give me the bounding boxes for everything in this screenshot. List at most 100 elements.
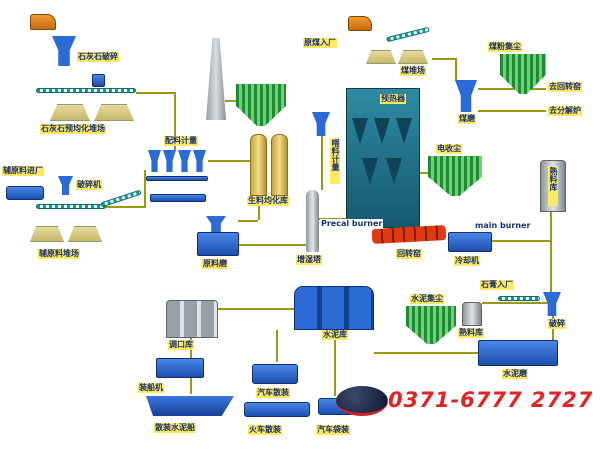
aux-inclined-conveyor [100,189,142,208]
raw-mill-hopper [206,216,226,232]
label-clinker-feed-bin: 熟料库 [458,328,484,338]
label-electrostatic-precipitator: 电收尘 [436,144,462,154]
flow-line [455,58,457,80]
batch-hopper [193,150,206,172]
flow-line [492,240,552,242]
clinker-feed-bin [462,302,482,326]
bulk-cement-train [244,402,310,417]
exhaust-stack [206,38,226,120]
flow-line [478,110,546,112]
label-aux-yard: 辅原料堆场 [38,249,80,259]
batch-hopper [163,150,176,172]
cement-mill [478,340,558,366]
ship-loader [156,358,204,378]
label-feed-metering: 喂料计量 [330,138,340,184]
feed-metering-hopper [312,112,330,136]
label-humidifying-tower: 增湿塔 [296,255,322,265]
batch-hopper [178,150,191,172]
flow-line [136,92,176,94]
coal-conveyor [386,26,430,43]
flow-line [258,196,260,220]
label-rotary-kiln: 回转窑 [396,249,422,259]
flow-line [334,330,336,396]
label-cement-silos: 水泥库 [322,330,348,340]
label-raw-meal-silo: 生料均化库 [247,196,289,206]
label-clinker-silo: 熟料库 [548,166,558,206]
flow-line [276,330,278,362]
aux-pile [30,226,64,242]
limestone-pile [50,104,90,121]
gypsum-conveyor [498,296,540,301]
bulk-cement-truck [252,364,298,384]
flow-line [478,88,546,90]
watermark-logo [336,386,388,416]
coal-pile [398,50,428,64]
label-cement-dust-collector: 水泥集尘 [410,294,444,304]
label-coal-yard: 煤堆场 [400,66,426,76]
label-bulk-cement-ship: 散装水泥船 [154,423,196,433]
gypsum-crusher [543,292,561,316]
flow-line [225,100,236,102]
raw-mill-dust-collector [236,84,286,126]
label-truck-bulk: 汽车散装 [256,388,290,398]
label-coal-mill: 煤磨 [458,114,476,124]
flow-line [550,212,552,304]
label-to-precalciner: 去分解炉 [548,106,582,116]
label-truck-bagged: 汽车袋装 [316,425,350,435]
label-preheater: 预热器 [380,94,406,104]
label-port-silo: 调口库 [168,340,194,350]
watermark-phone-number: 0371-6777 2727 [388,388,594,412]
label-main-burner: main burner [474,221,532,231]
aux-pile [68,226,102,242]
label-limestone-yard: 石灰石预均化堆场 [40,124,106,134]
preheater-tower [346,88,420,228]
flow-line [174,94,176,150]
coal-pile [366,50,396,64]
label-gypsum-entry: 石膏入厂 [480,280,514,290]
label-precal-burner: Precal burner [320,219,384,229]
label-to-rotary-kiln: 去回转窑 [548,82,582,92]
limestone-pile [94,104,134,121]
flow-line [321,136,323,190]
label-aux-material-entry: 辅原料进厂 [2,166,44,176]
port-transfer-silo [166,300,218,338]
bulk-cement-ship [146,396,234,416]
label-raw-coal-entry: 原煤入厂 [303,38,337,48]
label-gypsum-crusher: 破碎 [548,319,566,329]
batch-belt [146,176,208,181]
excavator-icon [348,16,372,31]
flow-line [239,244,306,246]
limestone-crusher [52,36,76,66]
flow-line [420,172,428,174]
cement-silos [294,286,374,330]
label-batching-metering: 配料计量 [164,136,198,146]
aux-material-truck [6,186,44,200]
raw-meal-silo [250,134,267,196]
label-cement-mill: 水泥磨 [502,369,528,379]
clinker-cooler [448,232,492,252]
flow-line [482,302,552,304]
raw-mill [197,232,239,256]
coal-mill [455,80,477,112]
label-coal-dust-collector: 煤粉集尘 [488,42,522,52]
label-ship-loader: 装船机 [138,383,164,393]
aux-crusher [58,176,73,195]
flow-line [106,206,146,208]
excavator-icon [30,14,56,30]
flow-line [432,58,456,60]
stacker-machine [92,74,105,87]
flow-line [218,308,294,310]
flow-line [208,160,250,162]
label-raw-mill: 原料磨 [202,259,228,269]
raw-meal-silo [271,134,288,196]
flow-line [238,220,258,222]
label-limestone-crushing: 石灰石破碎 [77,52,119,62]
limestone-conveyor [36,88,136,93]
label-clinker-cooler: 冷却机 [454,256,480,266]
aux-conveyor [36,204,106,209]
flow-line [374,352,478,354]
humidifying-tower [306,190,319,252]
cement-dust-collector [406,306,456,344]
batch-hopper [148,150,161,172]
